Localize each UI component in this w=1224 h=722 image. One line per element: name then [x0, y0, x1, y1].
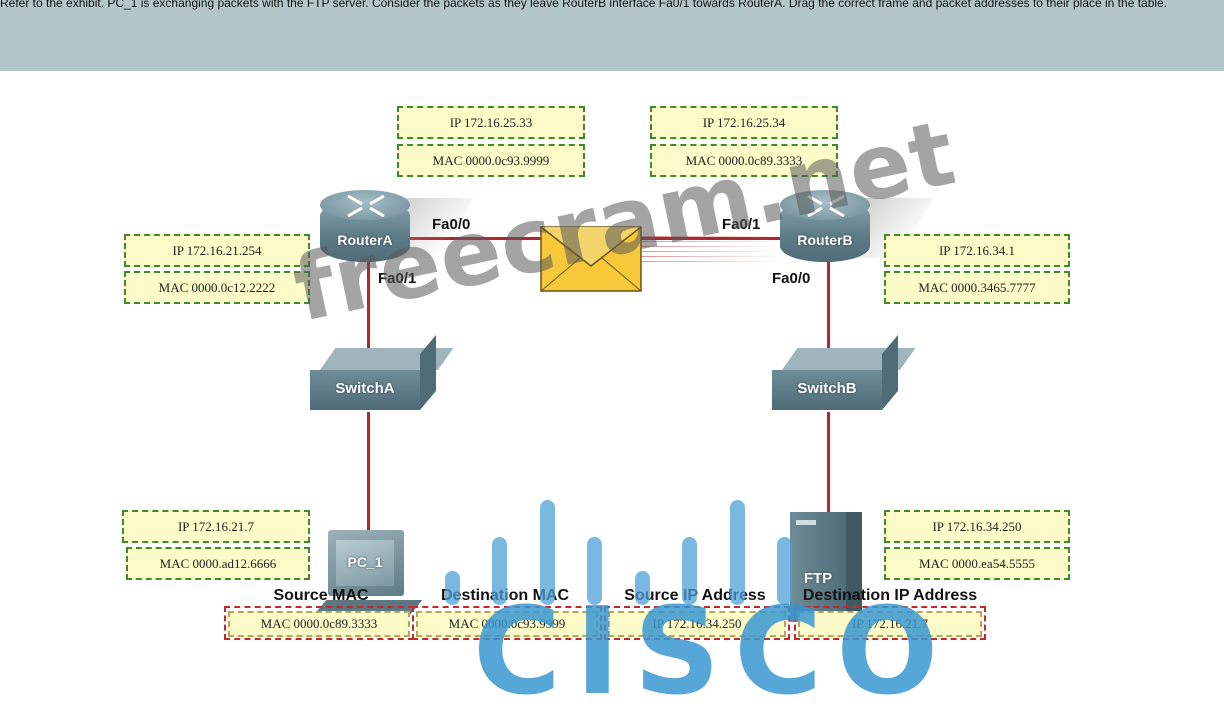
- drop-target-source-mac[interactable]: MAC 0000.0c89.3333: [224, 606, 414, 640]
- tile-pc-mac[interactable]: MAC 0000.ad12.6666: [126, 547, 310, 580]
- pc-1[interactable]: PC_1: [309, 530, 428, 626]
- ftp-server-label: FTP: [803, 570, 833, 587]
- instructions-text: Refer to the exhibit. PC_1 is exchanging…: [0, 0, 1168, 10]
- tile-ftp-mac[interactable]: MAC 0000.ea54.5555: [884, 547, 1070, 580]
- routerb-fa01-label: Fa0/1: [722, 216, 761, 233]
- tile-routera-fa00-ip[interactable]: IP 172.16.25.33: [397, 106, 585, 139]
- envelope-icon: [540, 226, 642, 292]
- tile-routera-fa00-mac[interactable]: MAC 0000.0c93.9999: [397, 144, 585, 177]
- router-b[interactable]: RouterB: [776, 190, 934, 268]
- ftp-server[interactable]: FTP: [790, 512, 864, 622]
- switch-a-label: SwitchA: [335, 380, 395, 397]
- router-a[interactable]: RouterA: [316, 190, 474, 268]
- tile-routerb-fa00-mac[interactable]: MAC 0000.3465.7777: [884, 271, 1070, 304]
- router-arrows-icon: [347, 194, 385, 218]
- drop-target-destination-ip[interactable]: IP 172.16.21.7: [794, 606, 986, 640]
- header-destination-ip: Destination IP Address: [802, 587, 978, 604]
- answer-destination-mac[interactable]: MAC 0000.0c93.9999: [416, 611, 598, 637]
- topology-canvas: [0, 71, 1224, 705]
- router-arrows-icon: [807, 194, 845, 218]
- answer-source-mac[interactable]: MAC 0000.0c89.3333: [228, 611, 410, 637]
- router-a-label: RouterA: [337, 232, 393, 248]
- header-destination-mac: Destination MAC: [441, 587, 569, 604]
- link-routerb-switchb: [827, 262, 830, 352]
- link-switcha-pc: [367, 412, 370, 532]
- drop-target-destination-mac[interactable]: MAC 0000.0c93.9999: [412, 606, 602, 640]
- tile-routerb-fa00-ip[interactable]: IP 172.16.34.1: [884, 234, 1070, 267]
- router-b-label: RouterB: [797, 232, 853, 248]
- switch-b-label: SwitchB: [797, 380, 857, 397]
- packet-envelope: [540, 226, 642, 292]
- tile-pc-ip[interactable]: IP 172.16.21.7: [122, 510, 310, 543]
- answer-destination-ip[interactable]: IP 172.16.21.7: [798, 611, 982, 637]
- drop-target-source-ip[interactable]: IP 172.16.34.250: [604, 606, 790, 640]
- link-routera-switcha: [367, 262, 370, 352]
- tile-ftp-ip[interactable]: IP 172.16.34.250: [884, 510, 1070, 543]
- header-source-mac: Source MAC: [273, 587, 369, 604]
- tile-routerb-fa01-ip[interactable]: IP 172.16.25.34: [650, 106, 838, 139]
- tile-routerb-fa01-mac[interactable]: MAC 0000.0c89.3333: [650, 144, 838, 177]
- switch-b[interactable]: SwitchB: [772, 334, 916, 412]
- tile-routera-fa01-mac[interactable]: MAC 0000.0c12.2222: [124, 271, 310, 304]
- routera-fa00-label: Fa0/0: [432, 216, 471, 233]
- switch-a[interactable]: SwitchA: [310, 334, 454, 412]
- answer-source-ip[interactable]: IP 172.16.34.250: [608, 611, 786, 637]
- instructions-banner: Refer to the exhibit. PC_1 is exchanging…: [0, 0, 1224, 71]
- routera-fa01-label: Fa0/1: [378, 270, 417, 287]
- routerb-fa00-label: Fa0/0: [772, 270, 811, 287]
- link-switchb-ftp: [827, 412, 830, 512]
- pc-1-label: PC_1: [347, 554, 383, 570]
- header-source-ip: Source IP Address: [624, 587, 766, 604]
- motion-lines: [642, 236, 782, 262]
- tile-routera-fa01-ip[interactable]: IP 172.16.21.254: [124, 234, 310, 267]
